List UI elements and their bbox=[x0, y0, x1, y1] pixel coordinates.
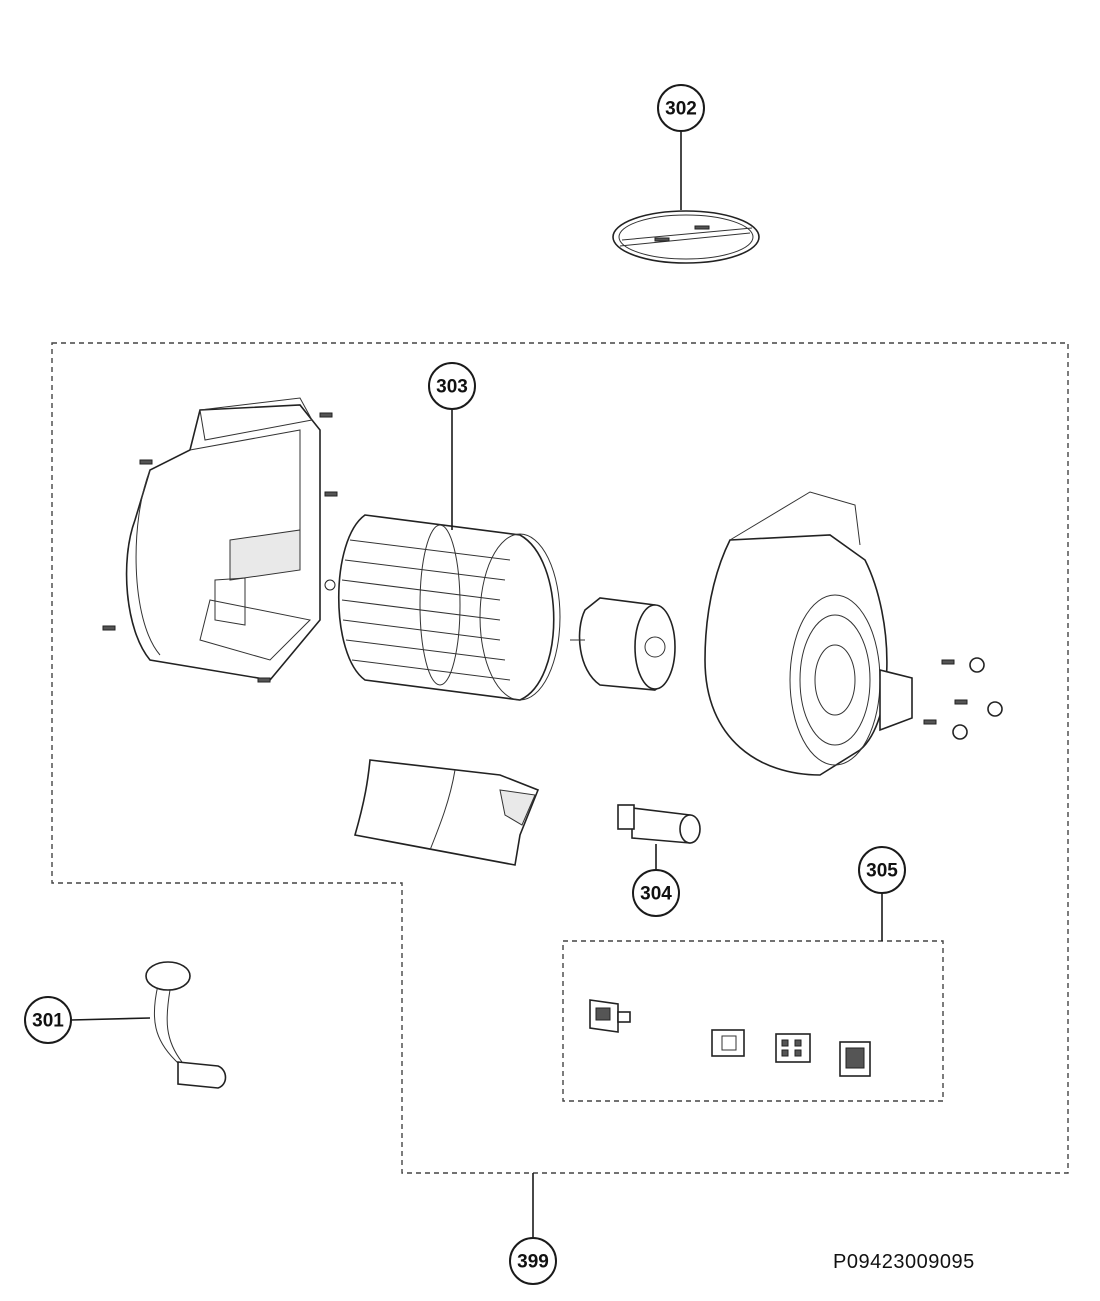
assembly-305-border bbox=[562, 940, 944, 1102]
callout-302-label: 302 bbox=[665, 99, 697, 120]
callout-399[interactable]: 399 bbox=[509, 1237, 557, 1285]
part-304-capacitor[interactable] bbox=[617, 804, 701, 844]
assembly-399-border bbox=[51, 342, 1069, 1174]
callout-305-label: 305 bbox=[866, 861, 898, 882]
part-305-connector-set[interactable] bbox=[589, 999, 871, 1077]
callout-302[interactable]: 302 bbox=[657, 84, 705, 132]
callout-301[interactable]: 301 bbox=[24, 996, 72, 1044]
left-housing-half[interactable] bbox=[102, 397, 338, 683]
callout-305[interactable]: 305 bbox=[858, 846, 906, 894]
drawing-reference-code: P09423009095 bbox=[833, 1251, 975, 1273]
part-303-impeller[interactable] bbox=[338, 514, 561, 701]
part-302-filter-disc[interactable] bbox=[612, 210, 760, 264]
outlet-duct-piece[interactable] bbox=[353, 759, 540, 866]
callout-303[interactable]: 303 bbox=[428, 362, 476, 410]
motor[interactable] bbox=[570, 597, 676, 691]
callout-399-label: 399 bbox=[517, 1252, 549, 1273]
right-housing-half[interactable] bbox=[704, 491, 1003, 776]
callout-304[interactable]: 304 bbox=[632, 869, 680, 917]
leader-301 bbox=[70, 1017, 151, 1021]
callout-303-label: 303 bbox=[436, 377, 468, 398]
callout-304-label: 304 bbox=[640, 884, 672, 905]
callout-301-label: 301 bbox=[32, 1011, 64, 1032]
part-301-power-cable[interactable] bbox=[145, 961, 227, 1089]
